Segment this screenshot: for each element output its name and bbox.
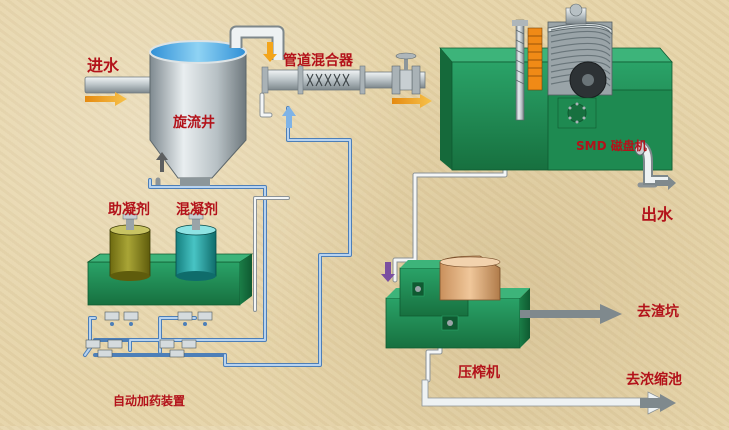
valve-icon bbox=[391, 52, 421, 95]
cyclone-well bbox=[149, 25, 285, 186]
smd-disk-machine bbox=[439, 3, 673, 185]
outlet-label: 出水 bbox=[641, 205, 674, 224]
flow-arrow-icon bbox=[282, 106, 296, 128]
cyclone-well-label: 旋流井 bbox=[173, 115, 215, 131]
flow-arrow-icon bbox=[381, 262, 395, 282]
thickener-label: 去浓缩池 bbox=[626, 372, 682, 388]
flow-arrow-icon bbox=[263, 42, 277, 62]
flow-arrow-icon bbox=[156, 152, 168, 172]
disk-machine-label: SMD 磁盘机 bbox=[576, 139, 647, 153]
inlet-label: 进水 bbox=[87, 56, 120, 75]
magnetic-disk-icon bbox=[547, 21, 613, 99]
filter-press bbox=[385, 255, 530, 349]
auto-dosing-unit bbox=[85, 213, 254, 358]
flow-arrow-icon bbox=[655, 176, 676, 190]
coagulant-label: 混凝剂 bbox=[176, 202, 218, 218]
flow-arrow-icon bbox=[520, 304, 622, 324]
slag-pit-label: 去渣坑 bbox=[637, 304, 679, 320]
flow-arrow-icon bbox=[85, 92, 127, 106]
coagulant-aid-tank bbox=[109, 213, 151, 281]
flow-arrow-icon bbox=[392, 94, 432, 108]
flow-arrow-icon bbox=[421, 379, 676, 415]
valve-icon bbox=[85, 311, 213, 358]
coagulant-tank bbox=[175, 213, 217, 281]
auto-dosing-label: 自动加药装置 bbox=[113, 394, 186, 408]
filter-press-label: 压榨机 bbox=[458, 365, 500, 381]
pipe-mixer-label: 管道混合器 bbox=[283, 53, 353, 69]
mixer-element-icon bbox=[306, 73, 350, 87]
coagulant-aid-label: 助凝剂 bbox=[108, 202, 150, 218]
